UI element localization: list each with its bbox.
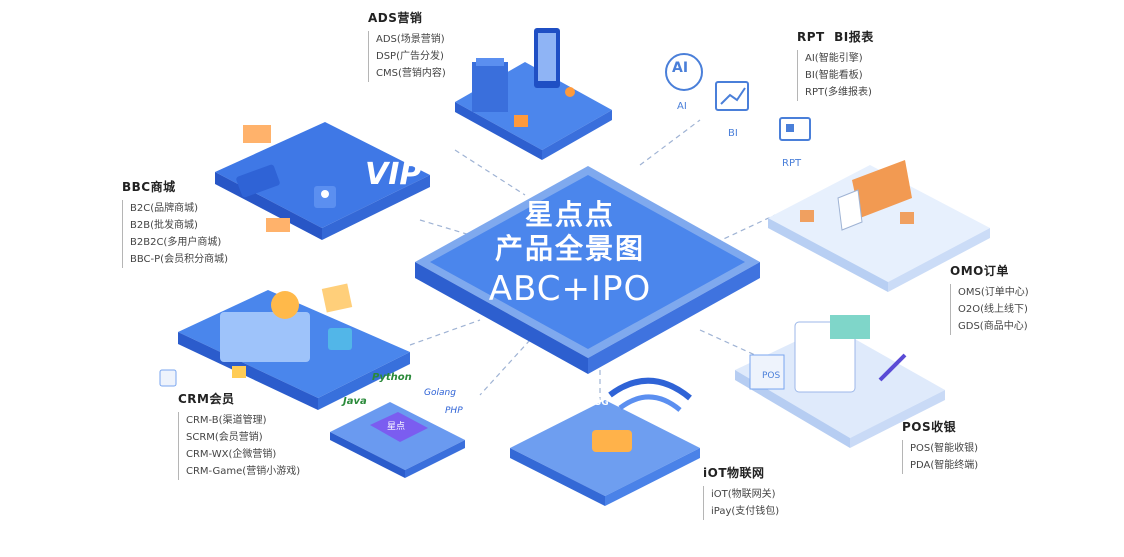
iot-platform [510,377,700,506]
card-icon [236,164,280,198]
5g-badge: 5G [595,398,609,408]
module-title: OMO订单 [950,264,1009,278]
module-item: iOT(物联网关) [711,489,776,500]
module-pos: POS收银 POS(智能收银) PDA(智能终端) [902,418,978,474]
php-label: PHP [445,406,463,416]
module-item: OMS(订单中心) [958,287,1029,298]
ai-caption: AI [677,101,687,112]
folder-icon [321,283,353,313]
vip-label: VIP [365,157,422,192]
box-icon [800,210,814,222]
pos-screen-label: POS [762,371,781,381]
module-item: CMS(营销内容) [376,68,446,79]
ticket-icon [266,218,290,232]
module-item: CRM-B(渠道管理) [186,415,267,426]
module-item: SCRM(会员营销) [186,432,263,443]
wifi-icon [608,377,692,401]
pos-platform [735,315,945,448]
bbc-platform [215,122,430,240]
rpt-caption: RPT [782,158,802,169]
module-title: CRM会员 [178,392,235,406]
module-item: CRM-Game(营销小游戏) [186,466,301,477]
coin-icon [271,291,299,319]
star-icon [328,328,352,350]
module-item: GDS(商品中心) [958,321,1028,332]
module-item: iPay(支付钱包) [711,506,780,517]
crm-platform [159,283,410,410]
ai-icon-text: AI [672,60,689,76]
module-title: RPT BI报表 [797,30,874,44]
module-item: RPT(多维报表) [805,87,872,98]
storefront-icon [472,62,508,112]
truck-icon [852,160,912,218]
abc-ipo-label: ABC+IPO [488,269,652,309]
chat-bubble-icon [232,366,246,378]
ticket-icon [243,125,271,143]
module-item: ADS(场景营销) [376,34,445,45]
chip-label: 星点 [387,422,406,432]
dashboard-screen-icon [220,312,310,362]
bi-caption: BI [728,128,738,139]
python-label: Python [372,372,412,383]
module-title: iOT物联网 [703,466,765,480]
module-item: PDA(智能终端) [910,460,979,471]
module-item: AI(智能引擎) [805,53,863,64]
module-item: DSP(广告分发) [376,51,444,62]
chip-platform [330,402,465,478]
bi-chart-icon [715,81,749,111]
module-item: POS(智能收银) [910,443,979,454]
module-item: O2O(线上线下) [958,304,1028,315]
module-ads: ADS营销 ADS(场景营销) DSP(广告分发) CMS(营销内容) [368,9,446,82]
receipt-icon [749,354,785,390]
ads-platform [455,28,612,160]
card-reader-icon [830,315,870,339]
module-item: CRM-WX(企微营销) [186,449,277,460]
module-item: B2B(批发商城) [130,220,198,231]
module-omo: OMO订单 OMS(订单中心) O2O(线上线下) GDS(商品中心) [950,262,1029,335]
rpt-report-icon [779,117,811,141]
ai-icon [665,53,703,91]
module-item: B2C(品牌商城) [130,203,199,214]
module-title: ADS营销 [368,11,423,25]
module-item: BI(智能看板) [805,70,863,81]
java-label: Java [343,396,367,407]
module-item: BBC-P(会员积分商城) [130,254,228,265]
chip-icon [370,412,428,442]
shopping-bag-icon [514,115,528,127]
module-bbc: BBC商城 B2C(品牌商城) B2B(批发商城) B2B2C(多用户商城) B… [122,178,228,268]
module-rpt: RPT BI报表 AI(智能引擎) BI(智能看板) RPT(多维报表) [797,28,874,101]
module-title: POS收银 [902,420,957,434]
golang-label: Golang [424,388,456,398]
module-item: B2B2C(多用户商城) [130,237,222,248]
product-name: 星点点 [524,198,615,231]
panorama-title: 产品全景图 [494,232,645,265]
register-screen-icon [794,321,856,393]
checkbox-icon [159,369,177,387]
module-crm: CRM会员 CRM-B(渠道管理) SCRM(会员营销) CRM-WX(企微营销… [178,390,300,480]
center-title: 星点点 产品全景图 ABC+IPO [470,198,670,312]
center-platform [415,166,760,374]
car-icon [592,430,632,452]
pen-icon [878,353,907,382]
module-title: BBC商城 [122,180,176,194]
module-iot: iOT物联网 iOT(物联网关) iPay(支付钱包) [703,464,779,520]
omo-platform [768,160,990,292]
